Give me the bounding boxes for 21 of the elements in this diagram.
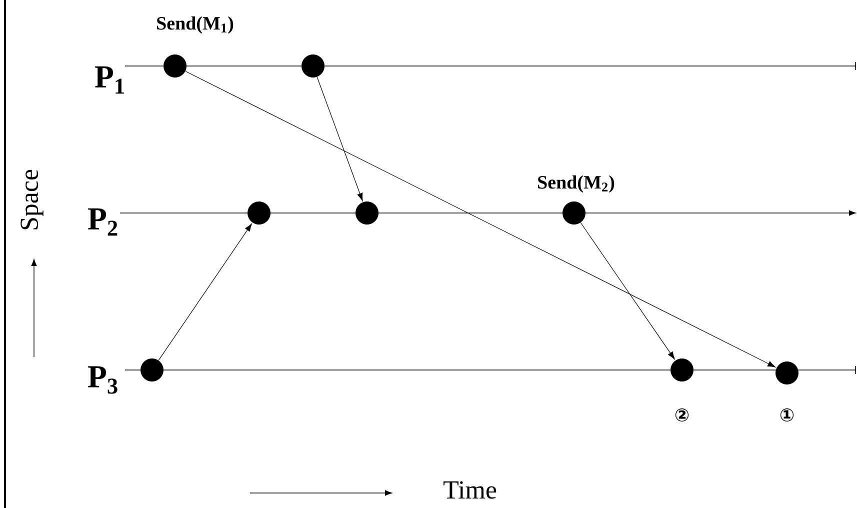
order-number: ② (675, 408, 689, 422)
event-dot (670, 358, 694, 382)
event-dot (356, 202, 378, 224)
event-label: Send(M$_{2}$) (538, 175, 614, 193)
message-arrow (316, 76, 363, 202)
message-arrow (158, 224, 252, 361)
axis-label: Time (444, 481, 496, 499)
message-arrow (185, 70, 776, 368)
event-dot (776, 361, 798, 384)
event-label: Send(M$_{1}$) (157, 16, 234, 34)
message-arrow (580, 222, 675, 360)
event-dot (164, 54, 186, 78)
event-dot (302, 54, 324, 78)
process-label: P$_{1}$ (94, 66, 124, 94)
event-dot (248, 202, 270, 224)
event-dot (562, 202, 586, 224)
process-label: P$_{3}$ (88, 366, 118, 394)
event-dot (140, 358, 164, 382)
order-number: ① (780, 408, 794, 422)
axis-label: Space (20, 170, 44, 230)
process-label: P$_{2}$ (88, 208, 118, 236)
